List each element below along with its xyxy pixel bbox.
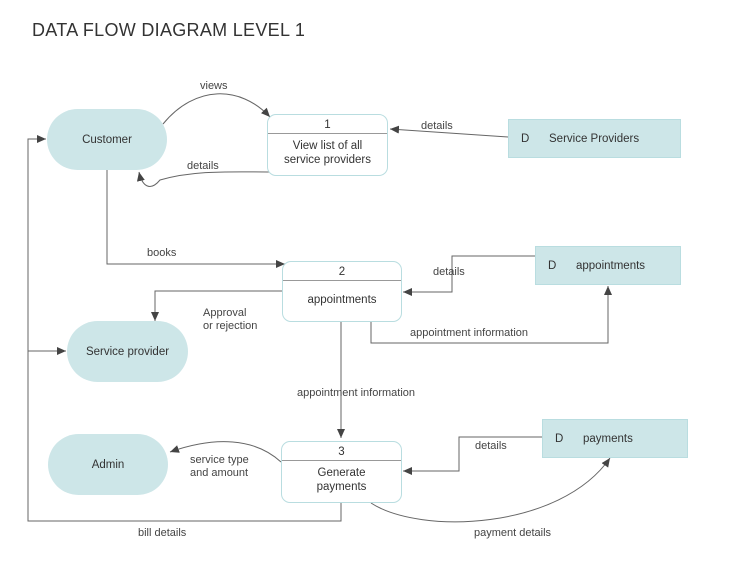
process-1-name-line2: service providers [284, 154, 371, 166]
flow-details-from-payments-store [403, 436, 542, 475]
flow-books [106, 170, 285, 268]
process-2-number: 2 [283, 262, 401, 281]
flow-label-bill-details: bill details [138, 527, 187, 539]
data-store-service-providers-name: Service Providers [549, 132, 640, 145]
flow-label-appointment-info-to-p3: appointment information [297, 387, 416, 399]
process-1-name: View list of all service providers [268, 134, 387, 167]
data-store-appointments-name: appointments [576, 259, 646, 272]
flow-details-to-customer [136, 171, 272, 187]
entity-admin-label: Admin [91, 458, 125, 471]
flow-details-from-appointments-store [403, 255, 535, 296]
data-store-payments-code: D [555, 432, 564, 445]
flow-approval [151, 290, 282, 321]
process-3-number: 3 [282, 442, 401, 461]
process-3[interactable]: 3 Generate payments [281, 441, 402, 503]
diagram-title: DATA FLOW DIAGRAM LEVEL 1 [32, 20, 306, 40]
data-store-service-providers-code: D [521, 132, 530, 145]
flow-label-details-to-customer: details [187, 160, 219, 172]
process-3-name-line1: Generate [317, 467, 366, 479]
process-3-name: Generate payments [282, 461, 401, 494]
entity-customer-label: Customer [82, 133, 132, 146]
flow-label-service-type-line2: and amount [190, 467, 249, 479]
data-store-payments-name: payments [583, 432, 633, 445]
flow-label-approval: Approval or rejection [203, 307, 257, 333]
process-1-number: 1 [268, 115, 387, 134]
data-store-appointments[interactable]: D appointments [535, 246, 681, 285]
flow-label-details-from-providers-store: details [421, 120, 453, 132]
flow-views [162, 93, 271, 125]
flow-label-views: views [200, 80, 228, 92]
process-3-name-line2: payments [316, 481, 367, 493]
entity-admin[interactable]: Admin [48, 434, 168, 495]
flow-service-type [169, 441, 282, 463]
flow-label-details-from-payments-store: details [475, 440, 507, 452]
data-store-appointments-code: D [548, 259, 557, 272]
data-store-payments[interactable]: D payments [542, 419, 688, 458]
flow-label-approval-line1: Approval [203, 307, 247, 319]
process-2[interactable]: 2 appointments [282, 261, 402, 322]
entity-customer[interactable]: Customer [47, 109, 167, 170]
flow-label-approval-line2: or rejection [203, 320, 258, 332]
flow-appointment-info-to-store [370, 286, 612, 344]
flow-label-appointment-info-to-store: appointment information [410, 327, 529, 339]
flow-details-from-providers-store [389, 125, 509, 138]
process-1[interactable]: 1 View list of all service providers [267, 114, 388, 176]
flow-label-payment-details: payment details [474, 527, 552, 539]
flow-bill-details [27, 135, 342, 522]
flow-label-service-type: service type and amount [190, 454, 249, 480]
process-1-name-line1: View list of all [292, 140, 363, 152]
flow-label-books: books [147, 247, 177, 259]
data-store-service-providers[interactable]: D Service Providers [508, 119, 681, 158]
flow-label-service-type-line1: service type [190, 454, 249, 466]
entity-service-provider-label: Service provider [85, 345, 170, 358]
flow-payment-details [370, 457, 611, 523]
entity-service-provider[interactable]: Service provider [67, 321, 188, 382]
process-2-name: appointments [307, 294, 377, 306]
flow-label-details-from-appointments-store: details [433, 266, 465, 278]
